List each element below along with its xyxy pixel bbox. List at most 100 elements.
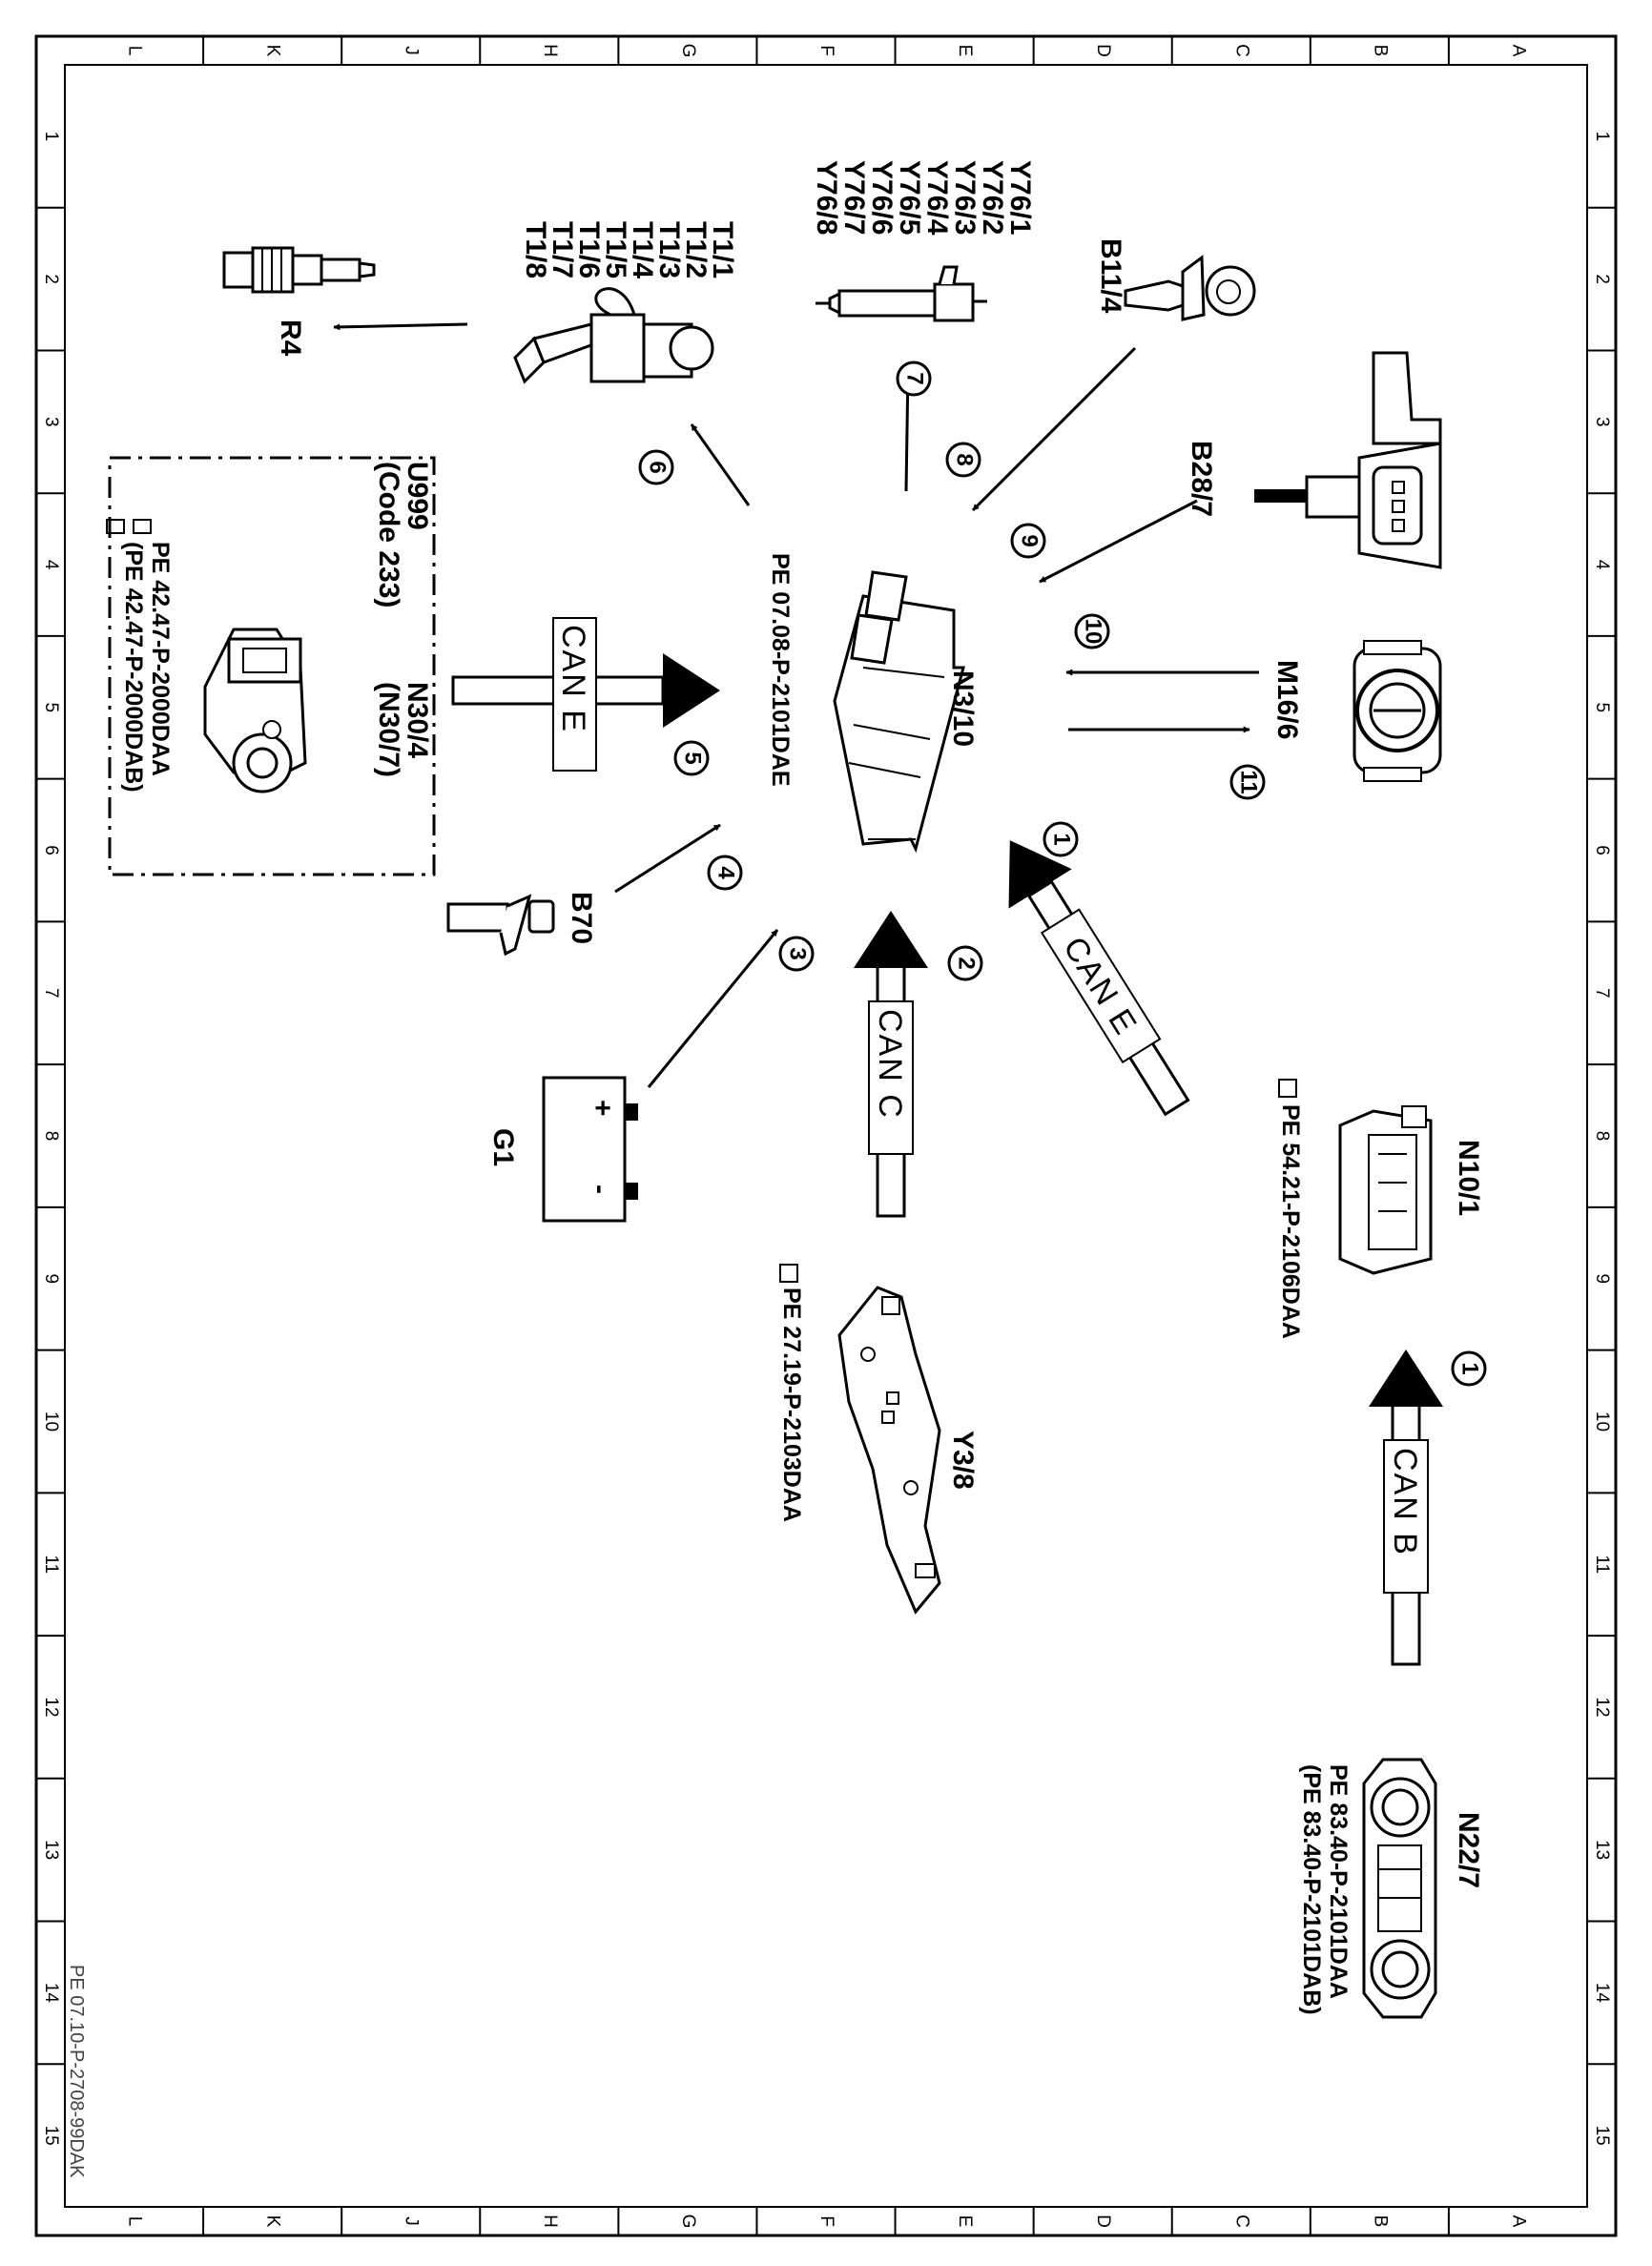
callout-number-n8: 8 xyxy=(952,453,978,465)
grid-number-3-left: 3 xyxy=(41,417,61,427)
grid-number-14-right: 14 xyxy=(1592,1983,1612,2004)
callout-number-n11: 11 xyxy=(1236,770,1262,793)
drawing-number: PE 07.10-P-2708-99DAK xyxy=(66,1965,87,2178)
arrow-to-r4 xyxy=(333,322,468,331)
callout-circle-n10 xyxy=(1074,613,1110,649)
grid-letter-J-bottom: J xyxy=(402,2216,422,2226)
t1-label-3: T1/3 xyxy=(653,221,685,278)
y76-label-7: Y76/7 xyxy=(838,160,870,235)
callout-number-n9: 9 xyxy=(1017,534,1043,546)
grid-number-15-left: 15 xyxy=(41,2126,61,2146)
m16-6-label: M16/6 xyxy=(1271,660,1303,739)
grid-number-11-right: 11 xyxy=(1592,1555,1612,1574)
callout-number-n2: 2 xyxy=(954,957,980,969)
n10-1-reference: PE 54.21-P-2106DAA xyxy=(1277,1104,1304,1339)
callout-circle-n5 xyxy=(673,740,710,776)
u999-reference-1: PE 42.47-P-2000DAA xyxy=(147,542,174,776)
callout-circle-n4 xyxy=(707,855,743,891)
callout-circle-n9 xyxy=(1010,523,1046,559)
m16-6-throttle-actuator-icon xyxy=(1353,640,1442,782)
y76-label-3: Y76/3 xyxy=(949,160,981,235)
grid-letter-L-bottom: L xyxy=(125,2216,145,2227)
grid-number-13-right: 13 xyxy=(1592,1840,1612,1860)
y76-label-1: Y76/1 xyxy=(1004,160,1036,235)
y76-label-8: Y76/8 xyxy=(811,160,842,235)
grid-number-7-left: 7 xyxy=(41,988,61,999)
grid-number-2-left: 2 xyxy=(41,274,61,284)
grid-letter-C-top: C xyxy=(1231,44,1251,57)
grid-number-4-right: 4 xyxy=(1592,560,1612,570)
callout-circle-n7 xyxy=(896,360,932,397)
g1-minus-terminal-label: - xyxy=(585,1184,616,1194)
grid-letter-J-top: J xyxy=(402,46,422,55)
t1-label-1: T1/1 xyxy=(707,221,738,278)
grid-number-4-left: 4 xyxy=(41,560,61,570)
grid-letter-D-bottom: D xyxy=(1093,2214,1113,2228)
grid-number-3-right: 3 xyxy=(1592,417,1612,427)
grid-number-8-left: 8 xyxy=(41,1131,61,1142)
grid-number-13-left: 13 xyxy=(41,1840,61,1860)
grid-letter-H-top: H xyxy=(540,44,560,57)
callout-number-n5: 5 xyxy=(680,752,706,764)
g1-label: G1 xyxy=(487,1128,519,1166)
grid-letter-A-bottom: A xyxy=(1508,2215,1528,2228)
signal-arrows xyxy=(333,322,1259,1088)
n30-4-label: N30/4 xyxy=(402,682,433,758)
arrow-4-from-b70 xyxy=(614,823,721,894)
callout-circle-n11 xyxy=(1229,764,1266,800)
y76-label-5: Y76/5 xyxy=(894,160,925,235)
u999-hand-pointer-icon xyxy=(106,519,152,534)
n22-7-reference-2: (PE 83.40-P-2101DAB) xyxy=(1298,1764,1325,2015)
callout-circle-n3 xyxy=(778,936,815,972)
grid-number-1-left: 1 xyxy=(41,132,61,142)
can-b-label: CAN B xyxy=(1387,1448,1423,1556)
grid-number-9-left: 9 xyxy=(41,1273,61,1284)
y3-8-label: Y3/8 xyxy=(947,1431,979,1490)
grid-letter-G-top: G xyxy=(678,44,698,58)
grid-letter-L-top: L xyxy=(125,46,145,56)
b70-label: B70 xyxy=(566,892,597,944)
grid-letter-D-top: D xyxy=(1093,44,1113,57)
grid-number-12-left: 12 xyxy=(41,1697,61,1717)
grid-letter-B-bottom: B xyxy=(1370,2215,1390,2228)
b11-4-temperature-sensor-icon xyxy=(1124,255,1256,321)
r4-spark-plug-icon xyxy=(222,246,376,294)
y76-fuel-injector-icon xyxy=(816,265,987,322)
n3-10-control-unit-icon xyxy=(833,570,965,854)
callout-number-n6: 6 xyxy=(645,461,671,473)
n3-10-label: N3/10 xyxy=(947,670,979,747)
can-e-label: CAN E xyxy=(555,625,591,733)
n30-4-esp-unit-icon xyxy=(203,628,307,793)
grid-number-10-left: 10 xyxy=(41,1411,61,1432)
callout-number-n7: 7 xyxy=(902,372,928,384)
y3-8-transmission-control-icon xyxy=(837,1286,941,1615)
t1-label-4: T1/4 xyxy=(627,221,658,278)
g1-battery-icon xyxy=(542,1076,638,1223)
grid-number-11-left: 11 xyxy=(41,1555,61,1574)
r4-label: R4 xyxy=(275,319,306,357)
u999-option-box xyxy=(108,456,436,876)
grid-number-6-left: 6 xyxy=(41,845,61,855)
n22-7-reference-1: PE 83.40-P-2101DAA xyxy=(1325,1764,1352,1999)
callout-circle-n2 xyxy=(947,945,983,981)
n22-7-label: N22/7 xyxy=(1453,1812,1484,1888)
grid-letter-F-bottom: F xyxy=(816,2215,836,2227)
callout-number-n3: 3 xyxy=(785,947,811,959)
grid-letter-A-top: A xyxy=(1508,45,1528,57)
grid-number-12-right: 12 xyxy=(1592,1697,1612,1717)
grid-letter-H-bottom: H xyxy=(540,2214,560,2228)
y3-8-hand-pointer-icon xyxy=(779,1264,798,1283)
y3-8-reference: PE 27.19-P-2103DAA xyxy=(778,1288,805,1522)
t1-label-7: T1/7 xyxy=(547,221,578,278)
u999-reference-2: (PE 42.47-P-2000DAB) xyxy=(120,542,147,793)
u999-label: U999 xyxy=(402,462,433,530)
y76-label-2: Y76/2 xyxy=(977,160,1008,235)
grid-number-1-right: 1 xyxy=(1592,132,1612,142)
grid-letter-E-bottom: E xyxy=(955,2215,975,2228)
n22-7-control-unit-icon xyxy=(1362,1758,1437,2019)
callout-circle-n1b xyxy=(1451,1350,1487,1387)
grid-number-15-right: 15 xyxy=(1592,2126,1612,2146)
callout-number-n4: 4 xyxy=(713,866,739,879)
n10-1-sam-control-unit-icon xyxy=(1338,1105,1433,1275)
